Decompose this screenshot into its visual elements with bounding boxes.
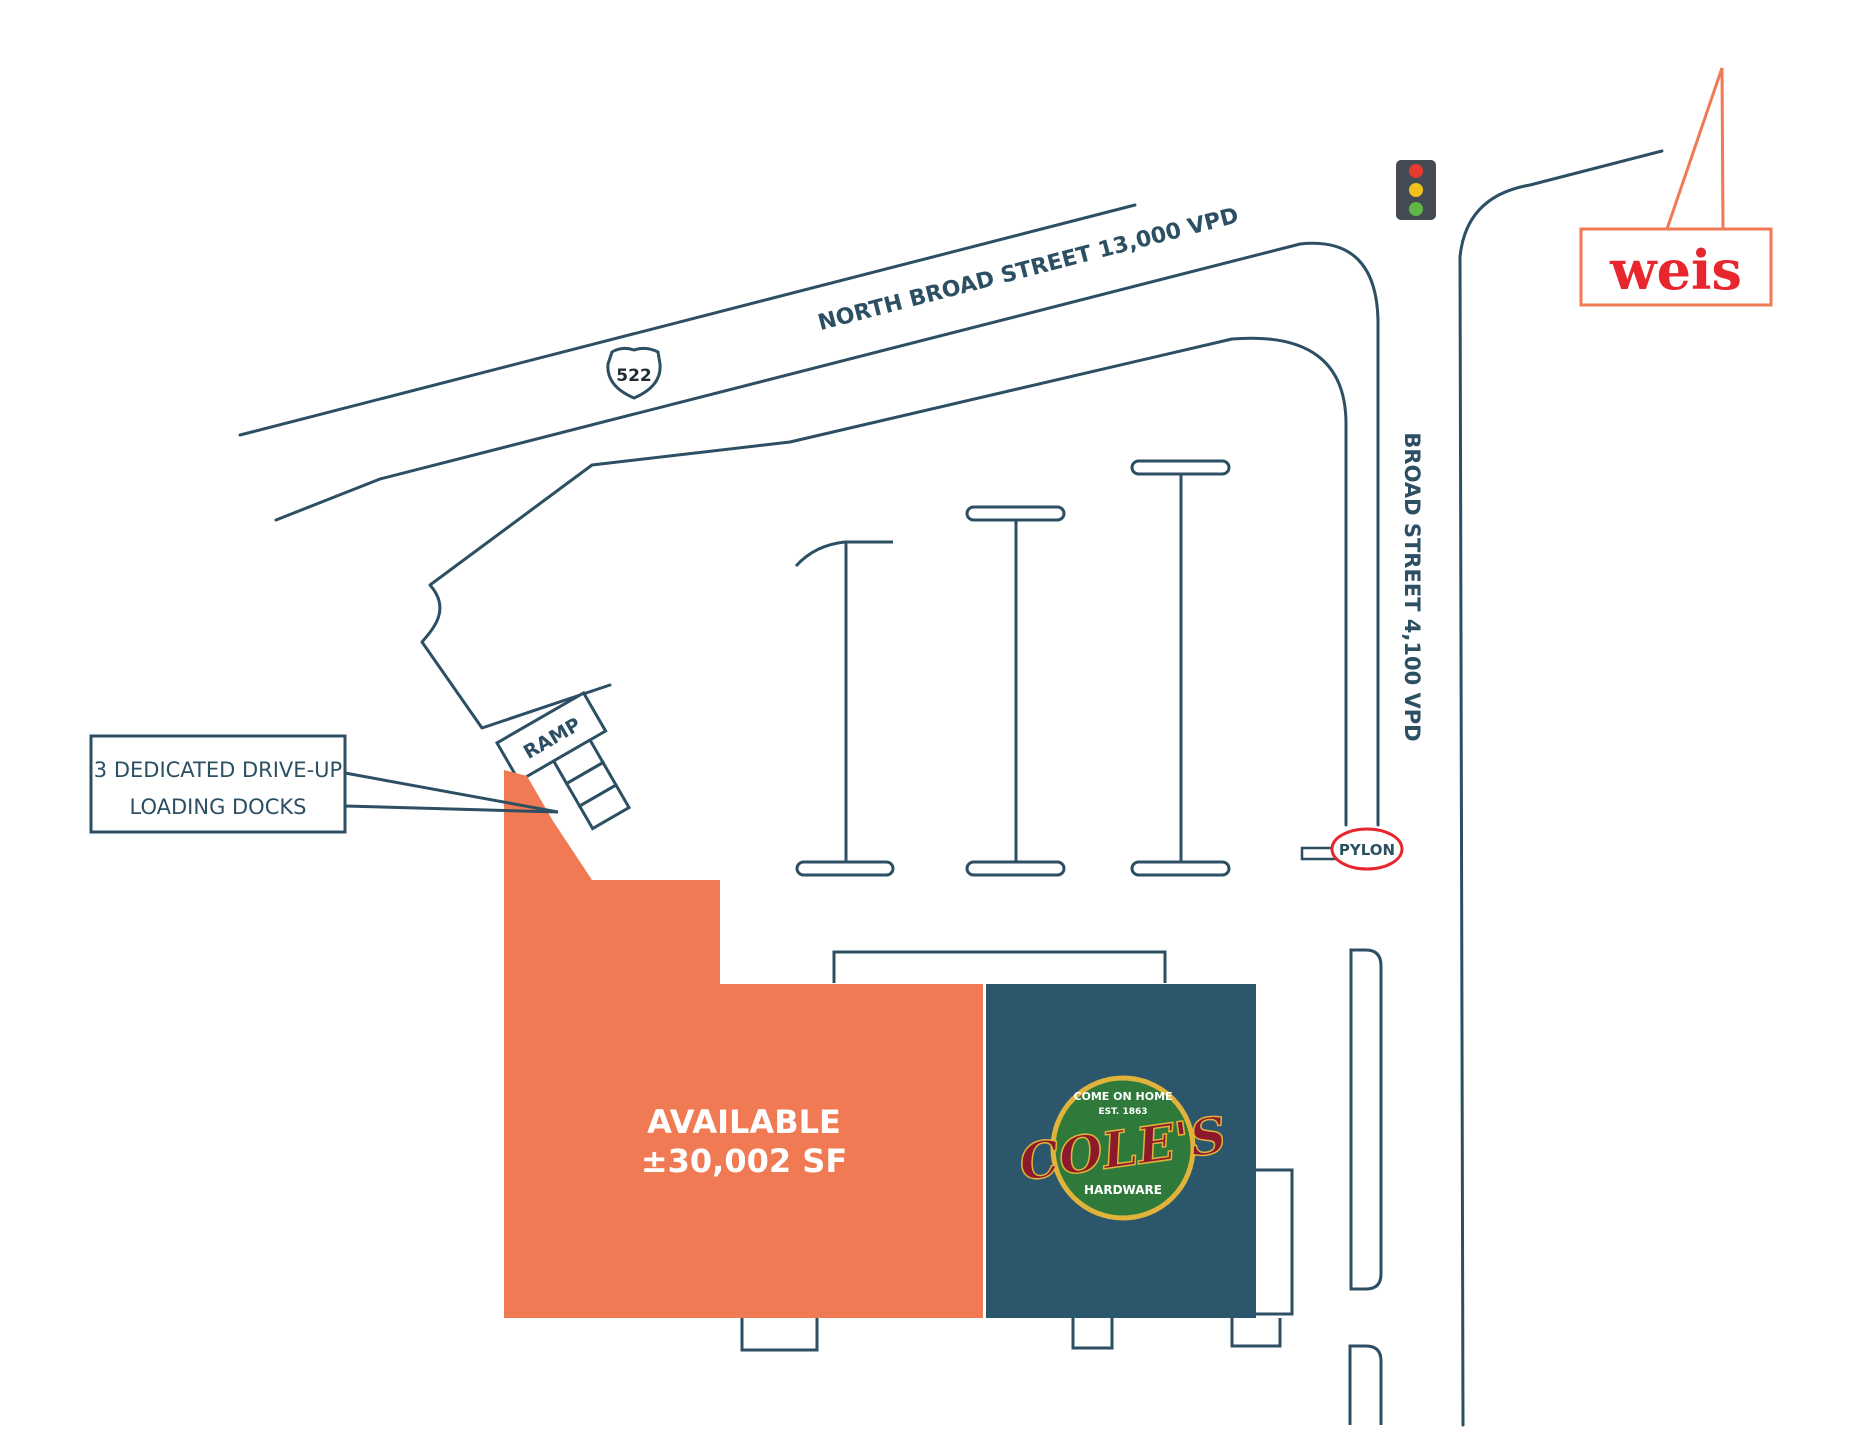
weis-logo-box	[1579, 227, 1773, 307]
callout-box	[89, 734, 347, 834]
broad-street-east-edge	[1458, 149, 1664, 1427]
parking-island-2-top	[965, 505, 1066, 522]
coles-established: EST. 1863	[1098, 1107, 1147, 1117]
available-size: ±30,002 SF	[641, 1142, 847, 1180]
rear-bump-mid	[1071, 1318, 1114, 1350]
rear-bump-left	[740, 1318, 819, 1352]
weis-logo: weis	[1609, 238, 1742, 302]
callout-pointer	[344, 771, 559, 814]
route-number: 522	[616, 366, 652, 386]
parking-island-2-base	[965, 860, 1066, 877]
north-broad-inner-edge	[274, 241, 1380, 827]
north-broad-outer-edge	[238, 203, 1137, 437]
available-suite	[504, 770, 983, 1318]
callout-line-1: 3 DEDICATED DRIVE-UP	[94, 758, 342, 782]
parking-island-1-base	[795, 860, 895, 877]
available-label: AVAILABLE	[647, 1103, 841, 1141]
pylon-label: PYLON	[1339, 841, 1395, 859]
parking-island-3-base	[1130, 860, 1231, 877]
median-curb-lower	[1348, 1344, 1383, 1425]
median-curb-upper	[1349, 948, 1383, 1291]
parking-lot-boundary	[420, 336, 1348, 827]
broad-street-label: BROAD STREET 4,100 VPD	[1400, 432, 1424, 741]
loading-dock-area: RAMP	[494, 690, 632, 831]
route-shield-icon: 522	[606, 346, 662, 400]
parking-islands	[794, 459, 1231, 877]
coles-tagline: COME ON HOME	[1073, 1090, 1172, 1103]
parking-island-3-top	[1130, 459, 1231, 476]
side-bump-right	[1256, 1168, 1294, 1316]
canopy-outline	[832, 950, 1167, 983]
coles-subtitle: HARDWARE	[1084, 1183, 1162, 1197]
weis-marker: weis	[1579, 67, 1773, 307]
traffic-light-icon	[1396, 160, 1436, 220]
callout-line-2: LOADING DOCKS	[130, 795, 307, 819]
pylon-sign: PYLON	[1300, 827, 1404, 871]
loading-dock-3	[577, 782, 632, 831]
rear-bump-right	[1230, 1318, 1282, 1348]
loading-docks-callout: 3 DEDICATED DRIVE-UP LOADING DOCKS	[89, 734, 559, 834]
